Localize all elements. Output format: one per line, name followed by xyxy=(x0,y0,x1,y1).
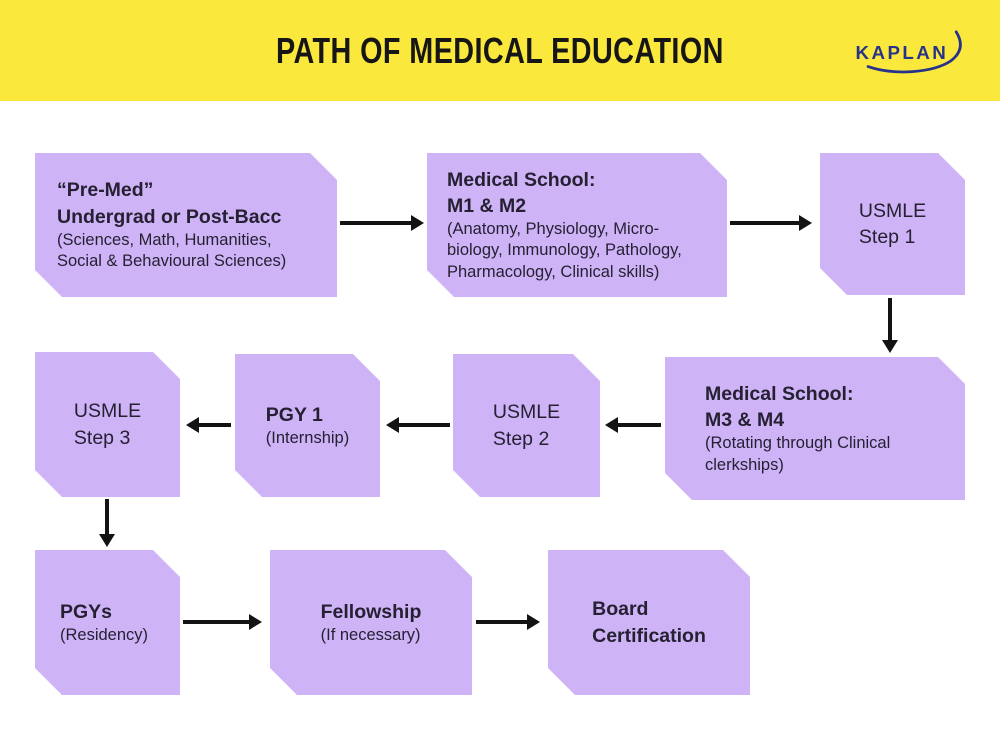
node-title-line: Step 2 xyxy=(492,427,550,450)
node-title-line: USMLE xyxy=(73,400,142,423)
node-title-line: PGY 1 xyxy=(265,403,323,426)
node-title-line: M3 & M4 xyxy=(705,409,785,432)
node-sub-line: biology, Immunology, Pathology, xyxy=(447,241,682,260)
kaplan-logo-graphic: KAPLAN xyxy=(856,30,962,74)
arrow-step2-to-pgy1 xyxy=(386,417,450,433)
node-pgy1: PGY 1 (Internship) xyxy=(235,354,380,497)
node-title-line: USMLE xyxy=(858,199,927,222)
arrow-premed-to-m1m2 xyxy=(340,215,424,231)
node-title-line: “Pre-Med” xyxy=(57,179,154,202)
kaplan-logo-text: KAPLAN xyxy=(856,42,949,63)
arrow-step1-to-m3m4 xyxy=(882,298,898,353)
arrow-m3m4-to-step2 xyxy=(605,417,661,433)
node-fellowship: Fellowship (If necessary) xyxy=(270,550,472,695)
title-wrap: PATH OF MEDICAL EDUCATION xyxy=(276,30,724,72)
arrow-fellowship-to-board xyxy=(476,614,540,630)
arrow-pgys-to-fellowship xyxy=(183,614,262,630)
arrow-step3-to-pgys xyxy=(99,499,115,547)
node-sub-line: (Anatomy, Physiology, Micro- xyxy=(447,219,660,238)
page-title: PATH OF MEDICAL EDUCATION xyxy=(276,29,724,71)
node-sub-line: (Sciences, Math, Humanities, xyxy=(57,230,272,249)
node-usmle-step3: USMLE Step 3 xyxy=(35,352,180,497)
node-sub-line: Pharmacology, Clinical skills) xyxy=(447,262,660,281)
node-title-line: Undergrad or Post-Bacc xyxy=(57,205,282,228)
node-medschool-m1m2: Medical School: M1 & M2 (Anatomy, Physio… xyxy=(427,153,727,297)
node-title-line: M1 & M2 xyxy=(447,194,527,217)
node-sub-line: clerkships) xyxy=(705,455,784,474)
node-board-certification: Board Certification xyxy=(548,550,750,695)
node-title-line: Step 3 xyxy=(73,426,131,449)
kaplan-swoosh-icon xyxy=(866,30,962,74)
node-medschool-m3m4: Medical School: M3 & M4 (Rotating throug… xyxy=(665,357,965,500)
node-title-line: PGYs xyxy=(60,600,113,623)
flowchart: “Pre-Med” Undergrad or Post-Bacc (Scienc… xyxy=(0,101,1000,748)
node-sub-line: (Residency) xyxy=(60,625,149,644)
node-title-line: Fellowship xyxy=(320,600,422,623)
node-premed: “Pre-Med” Undergrad or Post-Bacc (Scienc… xyxy=(35,153,337,297)
node-title-line: Board xyxy=(592,598,649,621)
arrow-pgy1-to-step3 xyxy=(186,417,231,433)
header-band: PATH OF MEDICAL EDUCATION KAPLAN xyxy=(0,0,1000,101)
arrow-m1m2-to-step1 xyxy=(730,215,812,231)
node-sub-line: Social & Behavioural Sciences) xyxy=(57,252,287,271)
node-pgys: PGYs (Residency) xyxy=(35,550,180,695)
node-title-line: Certification xyxy=(592,624,706,647)
node-usmle-step2: USMLE Step 2 xyxy=(453,354,600,497)
node-title-line: Medical School: xyxy=(705,382,854,405)
node-sub-line: (Internship) xyxy=(265,428,350,447)
node-usmle-step1: USMLE Step 1 xyxy=(820,153,965,295)
node-sub-line: (If necessary) xyxy=(320,625,421,644)
node-title-line: USMLE xyxy=(492,401,561,424)
node-sub-line: (Rotating through Clinical xyxy=(705,434,891,453)
node-title-line: Medical School: xyxy=(447,168,596,191)
node-title-line: Step 1 xyxy=(858,226,916,248)
kaplan-logo: KAPLAN xyxy=(850,28,968,76)
